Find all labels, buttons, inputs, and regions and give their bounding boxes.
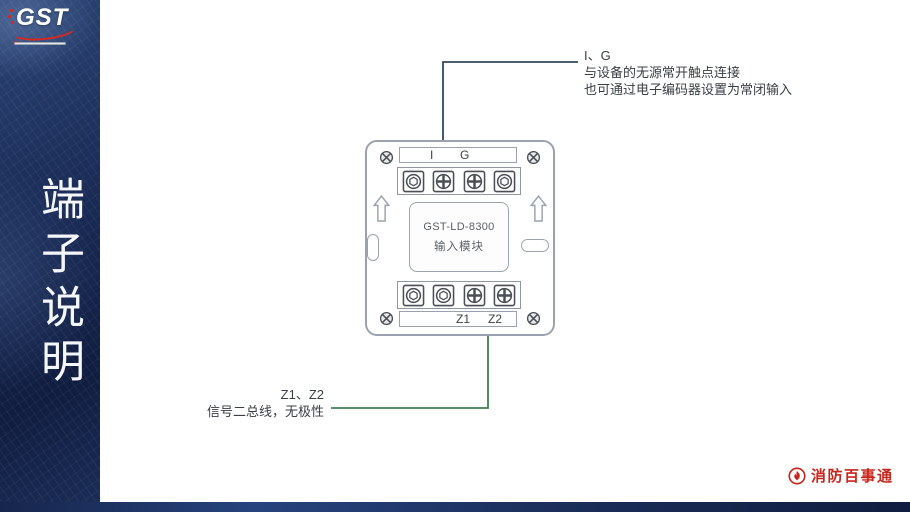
top-terminal-label-bar: I G xyxy=(399,147,517,163)
up-arrow-icon xyxy=(373,195,390,222)
annotation-line: 也可通过电子编码器设置为常闭输入 xyxy=(584,82,793,97)
annotation-input-terminals: I、G 与设备的无源常开触点连接 也可通过电子编码器设置为常闭输入 xyxy=(584,47,792,98)
sidebar: GST 端子说明 xyxy=(0,0,100,512)
mounting-slot xyxy=(367,234,379,261)
gst-logo-dot xyxy=(8,15,11,18)
terminal-socket-icon xyxy=(402,170,425,192)
module-model: GST-LD-8300 xyxy=(423,221,495,233)
terminal-label-z1: Z1 xyxy=(456,312,471,326)
brand-logo: 消防百事通 xyxy=(788,465,894,486)
up-arrow-icon xyxy=(530,195,547,222)
module-body: I G xyxy=(365,140,555,336)
terminal-screw-icon xyxy=(493,284,516,306)
bottom-terminal-row xyxy=(397,281,521,309)
bottom-terminal-label-bar: Z1 Z2 xyxy=(399,311,517,327)
page-title: 端子说明 xyxy=(34,176,83,392)
gst-tagline-bar xyxy=(14,41,66,45)
gst-logo-dot xyxy=(11,21,14,24)
corner-screw-icon xyxy=(379,311,394,326)
terminal-socket-icon xyxy=(493,170,516,192)
gst-logo-dot xyxy=(10,9,13,12)
annotation-line: 与设备的无源常开触点连接 xyxy=(584,65,741,80)
flame-icon xyxy=(788,466,806,485)
brand-text: 消防百事通 xyxy=(811,468,894,485)
terminal-screw-icon xyxy=(463,170,485,192)
annotation-line: 信号二总线，无极性 xyxy=(206,404,324,419)
signal-bus-wire xyxy=(331,336,489,409)
gst-logo-tagline xyxy=(14,41,66,45)
terminal-label-i: I xyxy=(430,148,434,162)
module-label: GST-LD-8300 输入模块 xyxy=(409,202,509,272)
annotation-title: I、G xyxy=(584,48,611,63)
corner-screw-icon xyxy=(526,311,541,326)
terminal-screw-icon xyxy=(432,170,455,192)
input-wire xyxy=(442,61,578,141)
footer-bar xyxy=(0,502,910,512)
terminal-socket-icon xyxy=(402,284,425,306)
mounting-slot xyxy=(521,239,549,252)
corner-screw-icon xyxy=(526,150,541,165)
terminal-socket-icon xyxy=(432,284,455,306)
annotation-title: Z1、Z2 xyxy=(280,387,324,402)
gst-logo-text: GST xyxy=(16,4,69,31)
terminal-screw-icon xyxy=(463,284,485,306)
module-type: 输入模块 xyxy=(434,241,484,253)
terminal-label-z2: Z2 xyxy=(488,312,503,326)
terminal-label-g: G xyxy=(460,148,470,162)
gst-logo: GST xyxy=(8,5,96,53)
top-terminal-row xyxy=(397,167,521,195)
annotation-bus-terminals: Z1、Z2 信号二总线，无极性 xyxy=(150,386,324,420)
corner-screw-icon xyxy=(379,150,394,165)
